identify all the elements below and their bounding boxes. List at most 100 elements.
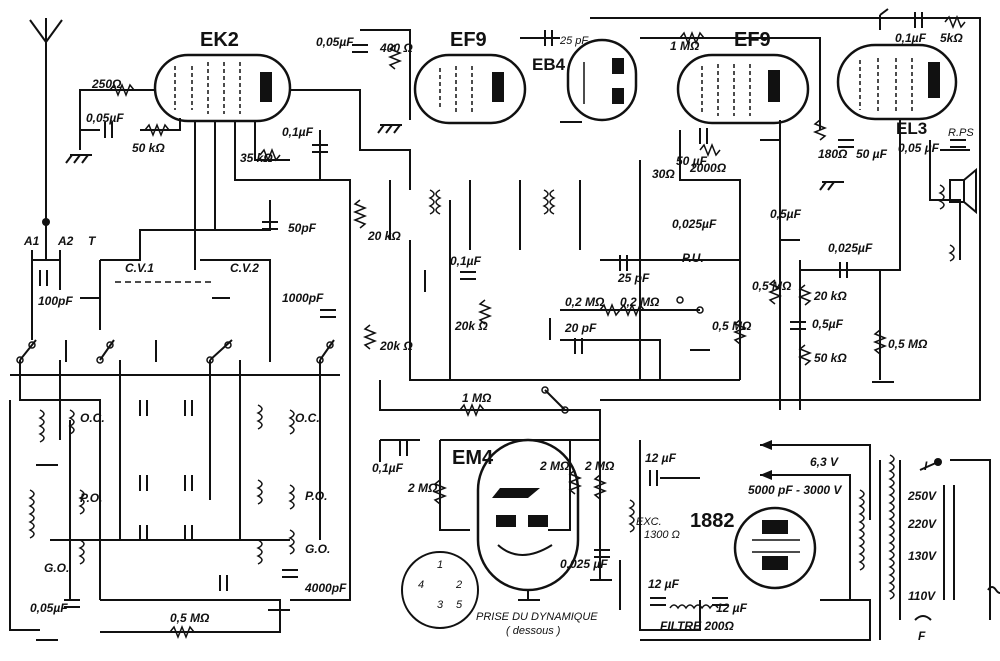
label-c12b: 12 µF — [648, 577, 680, 591]
label-c01c: 0,1µF — [372, 461, 404, 475]
tube-1882: 1882 — [690, 506, 817, 590]
label-filtre: FILTRE 200Ω — [660, 619, 734, 633]
label-t: T — [88, 234, 97, 248]
label-v110: 110V — [908, 589, 936, 603]
pin-2: 2 — [455, 579, 462, 591]
label-r1m-top: 1 MΩ — [670, 39, 700, 53]
label-r35k: 35 kΩ — [240, 151, 273, 165]
label-r1m-mid: 1 MΩ — [462, 391, 492, 405]
pin-3: 3 — [437, 599, 444, 611]
label-r02a: 0,2 MΩ — [565, 295, 605, 309]
tube-ef9-1: EF9 — [413, 29, 527, 125]
tube-ek2: EK2 — [153, 29, 292, 123]
pin-4: 4 — [418, 579, 424, 591]
label-r50k-b: 50 kΩ — [814, 351, 847, 365]
label-r30: 30Ω — [652, 167, 675, 181]
label-c12a: 12 µF — [645, 451, 677, 465]
label-v250: 250V — [907, 489, 937, 503]
label-v130: 130V — [908, 549, 937, 563]
label-r2m-b: 2 MΩ — [539, 459, 570, 473]
label-r5k: 5kΩ — [940, 31, 963, 45]
label-c005b: 0,05µF — [316, 35, 354, 49]
label-v220: 220V — [907, 517, 937, 531]
label-exc-val: 1300 Ω — [644, 529, 680, 541]
arrow-icons — [760, 440, 772, 480]
label-go1: G.O. — [44, 561, 69, 575]
label-c20p: 20 pF — [564, 321, 597, 335]
wiring — [9, 17, 991, 641]
tube-em4-label: EM4 — [452, 447, 494, 469]
capacitors — [39, 12, 966, 608]
label-r250: 250Ω — [91, 77, 122, 91]
label-c005d: 0,05µF — [30, 601, 68, 615]
label-r50k: 50 kΩ — [132, 141, 165, 155]
label-c50uf-b: 50 µF — [856, 147, 888, 161]
switch-icon — [919, 458, 942, 471]
label-c4000p: 4000pF — [304, 581, 347, 595]
tube-ef9-2-label: EF9 — [734, 29, 771, 51]
label-c50uf-a: 50 µF — [676, 154, 708, 168]
label-dessous: ( dessous ) — [506, 625, 561, 637]
label-c01-top: 0,1µF — [895, 31, 927, 45]
label-sw: I — [924, 459, 928, 473]
label-c005c: 0,05 µF — [898, 141, 940, 155]
tube-eb4: EB4 — [532, 38, 638, 122]
label-r05d: 0,5 MΩ — [170, 611, 210, 625]
label-r20k-c: 20k Ω — [454, 319, 488, 333]
label-c0025a: 0,025µF — [672, 217, 717, 231]
ground-icons — [36, 8, 894, 641]
label-c5000: 5000 pF - 3000 V — [748, 483, 842, 497]
label-c50pf: 50pF — [288, 221, 317, 235]
label-c100p: 100pF — [38, 294, 73, 308]
label-r2m-a: 2 MΩ — [407, 481, 438, 495]
tube-el3: EL3 — [836, 43, 958, 138]
label-c25p: 25 pF — [559, 35, 589, 47]
coils — [28, 184, 955, 610]
label-po1: P.O. — [80, 491, 102, 505]
tube-1882-label: 1882 — [690, 510, 735, 532]
tube-ef9-1-label: EF9 — [450, 29, 487, 51]
component-labels: 250Ω 0,05µF 50 kΩ 35 kΩ 0,1µF 0,05µF 400… — [23, 31, 974, 643]
label-fuse: F — [918, 629, 926, 643]
fuse-icon — [914, 615, 932, 621]
label-go2: G.O. — [305, 542, 330, 556]
label-r2m-c: 2 MΩ — [584, 459, 615, 473]
label-pu: P.U. — [682, 251, 704, 265]
label-r20k-a: 20 kΩ — [367, 229, 401, 243]
dynamic-socket — [401, 551, 479, 629]
label-po2: P.O. — [305, 489, 327, 503]
pin-5: 5 — [456, 599, 463, 611]
label-r02b: 0,2 MΩ — [620, 295, 660, 309]
label-r20k-b: 20k Ω — [379, 339, 413, 353]
label-r20k-d: 20 kΩ — [813, 289, 847, 303]
label-r400: 400 Ω — [379, 41, 413, 55]
label-exc: EXC. — [636, 516, 662, 528]
tube-ek2-label: EK2 — [200, 29, 239, 51]
label-c01a: 0,1µF — [282, 125, 314, 139]
label-c05uf: 0,5µF — [770, 207, 802, 221]
label-c005a: 0,05µF — [86, 111, 124, 125]
label-oc1: O.C. — [80, 411, 105, 425]
label-cv1: C.V.1 — [125, 261, 154, 275]
label-c1000p: 1000pF — [282, 291, 324, 305]
label-r2000: 2000Ω — [689, 161, 727, 175]
label-c12c: 12 µF — [716, 601, 748, 615]
label-c05uf-b: 0,5µF — [812, 317, 844, 331]
label-r05c: 0,5 MΩ — [888, 337, 928, 351]
tube-ef9-2: EF9 — [676, 29, 810, 125]
label-rps: R.PS — [948, 127, 974, 139]
label-c0025c: 0,025 µF — [560, 557, 608, 571]
tube-eb4-label: EB4 — [532, 55, 566, 74]
pin-1: 1 — [437, 559, 443, 571]
label-oc2: O.C. — [295, 411, 320, 425]
label-r05a: 0,5 MΩ — [712, 319, 752, 333]
label-r180: 180Ω — [818, 147, 848, 161]
mains-icon — [987, 586, 1000, 594]
tube-el3-label: EL3 — [896, 119, 927, 138]
label-c01b: 0,1µF — [450, 254, 482, 268]
band-switch — [16, 296, 704, 414]
label-c25p-b: 25 pF — [617, 271, 650, 285]
speaker-icon — [949, 167, 977, 215]
resistors — [109, 14, 966, 640]
